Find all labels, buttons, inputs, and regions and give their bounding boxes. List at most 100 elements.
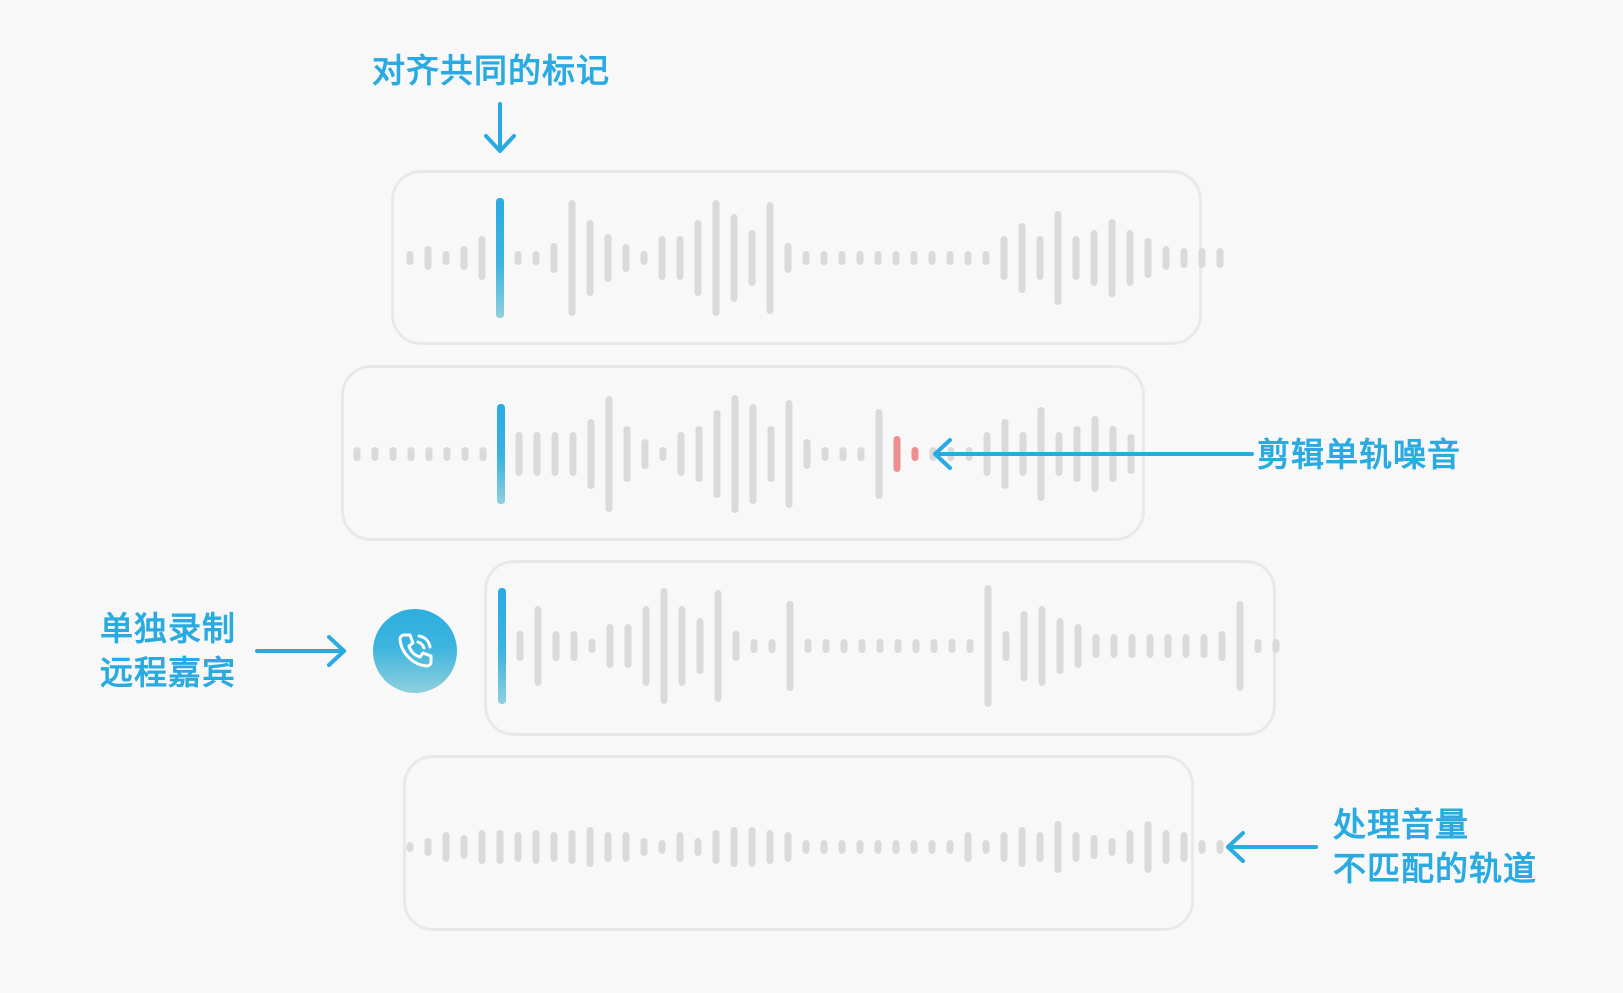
waveform-bar [966,639,974,653]
waveform-bar [894,639,902,653]
waveform-bar [532,251,540,265]
waveform-bar [946,840,954,854]
waveform-bar [460,835,468,859]
waveform-bar [1164,634,1172,658]
waveform-bar [569,432,577,476]
waveform-bar [570,631,578,661]
waveform-bar [1236,601,1244,691]
waveform-bar [568,830,576,864]
waveform-bar [1126,830,1134,864]
waveform-bar [642,606,650,686]
waveform-bar [479,447,487,461]
waveform-bar [714,590,722,702]
waveform-bar [442,832,450,862]
waveform-track-1 [391,170,1202,345]
track-3-bars [498,585,1280,707]
waveform-bar [622,832,630,862]
waveform-bar [1144,821,1152,873]
waveform-bar [551,432,559,476]
sync-marker [498,588,506,704]
waveform-bar [1000,832,1008,862]
waveform-bar [604,234,612,282]
waveform-bar [803,439,811,469]
track-2-bars [353,395,1135,513]
waveform-bar [730,827,738,867]
waveform-bar [766,202,774,314]
waveform-bar [624,624,632,668]
waveform-bar [389,447,397,461]
waveform-bar [802,251,810,265]
waveform-bar [1108,838,1116,856]
waveform-bar [1128,634,1136,658]
waveform-bar [748,827,756,867]
waveform-bar [1126,230,1134,286]
waveform-bar [856,840,864,854]
sync-marker [497,404,505,504]
waveform-bar [875,409,883,499]
waveform-bar [858,639,866,653]
waveform-bar [1000,236,1008,280]
waveform-bar [910,251,918,265]
waveform-bar [1272,639,1280,653]
remote-guest-label: 单独录制 远程嘉宾 [100,607,236,695]
waveform-bar [1216,840,1224,854]
waveform-bar [964,832,972,862]
waveform-bar [660,588,668,704]
waveform-bar [1090,835,1098,859]
waveform-bar [1162,246,1170,270]
waveform-bar [857,447,865,461]
waveform-bar [568,200,576,316]
remote-guest-call-button[interactable] [373,609,457,693]
waveform-bar [534,606,542,686]
waveform-bar [839,447,847,461]
waveform-bar [1072,832,1080,862]
waveform-bar [587,419,595,489]
waveform-bar [586,220,594,296]
waveform-bar [928,251,936,265]
waveform-bar [1020,611,1028,681]
waveform-bar [478,830,486,864]
align-markers-label: 对齐共同的标记 [372,51,610,90]
waveform-bar [478,236,486,280]
waveform-bar [982,251,990,265]
waveform-bar [785,400,793,508]
waveform-bar [605,396,613,512]
waveform-bar [1180,248,1188,268]
waveform-bar [1002,631,1010,661]
waveform-bar [1018,223,1026,293]
waveform-bar [1036,236,1044,280]
cut-noise-label: 剪辑单轨噪音 [1257,435,1461,474]
noise-bar [911,447,919,461]
waveform-bar [1054,211,1062,305]
waveform-bar [514,251,522,265]
waveform-bar [1146,634,1154,658]
arrow-down-icon [484,102,516,153]
waveform-bar [443,447,451,461]
waveform-bar [1018,827,1026,867]
waveform-bar [820,251,828,265]
waveform-bar [840,639,848,653]
waveform-bar [460,246,468,270]
waveform-bar [912,639,920,653]
waveform-bar [588,639,596,653]
noise-bar [893,436,901,472]
waveform-bar [731,395,739,513]
waveform-bar [1110,634,1118,658]
waveform-bar [694,220,702,296]
waveform-bar [874,251,882,265]
waveform-bar [750,639,758,653]
waveform-bar [1254,639,1262,653]
waveform-bar [640,251,648,265]
track-1-bars [406,198,1224,318]
waveform-bar [424,246,432,270]
waveform-bar [425,447,433,461]
waveform-bar [1182,634,1190,658]
waveform-bar [371,447,379,461]
waveform-bar [1054,821,1062,873]
waveform-bar [1198,840,1206,854]
waveform-bar [712,200,720,316]
waveform-bar [694,838,702,856]
waveform-bar [822,639,830,653]
waveform-bar [1180,832,1188,862]
waveform-bar [784,243,792,273]
